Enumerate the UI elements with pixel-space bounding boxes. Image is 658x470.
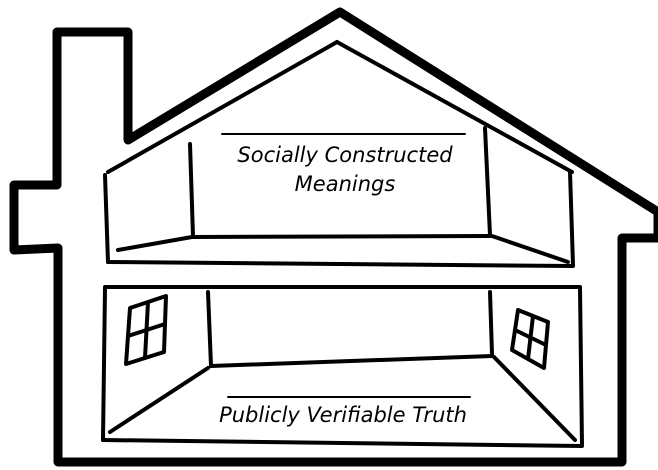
upper-room-label-line-2: Meanings <box>294 172 396 197</box>
attic-roof-right <box>335 40 574 174</box>
upper-room <box>103 40 575 268</box>
attic-floor-corner-left <box>116 235 194 252</box>
attic-floor-front <box>106 260 575 268</box>
attic-back-wall-left <box>188 142 195 238</box>
attic-floor-corner-right <box>490 234 570 264</box>
attic-side-left <box>103 173 110 264</box>
lower-room <box>101 285 584 448</box>
upper-room-label: Socially Constructed Meanings <box>190 141 500 200</box>
upper-room-label-line-1: Socially Constructed <box>237 143 453 167</box>
attic-back-wall-right <box>483 126 492 237</box>
attic-side-right <box>568 170 575 267</box>
back-wall-right <box>488 290 494 356</box>
floor-corner-left <box>108 366 210 434</box>
left-window <box>124 294 168 366</box>
lower-room-label: Publicly Verifiable Truth <box>219 403 467 427</box>
back-wall-left <box>206 290 213 368</box>
attic-back-floor <box>191 234 492 239</box>
lower-side-left <box>101 286 107 442</box>
floor-front <box>101 438 584 448</box>
floor-corner-right <box>492 355 577 442</box>
right-window <box>510 308 550 370</box>
house-outline <box>9 7 658 467</box>
back-floor <box>209 354 494 368</box>
attic-roof-left <box>106 40 339 174</box>
lower-side-right <box>578 286 584 447</box>
